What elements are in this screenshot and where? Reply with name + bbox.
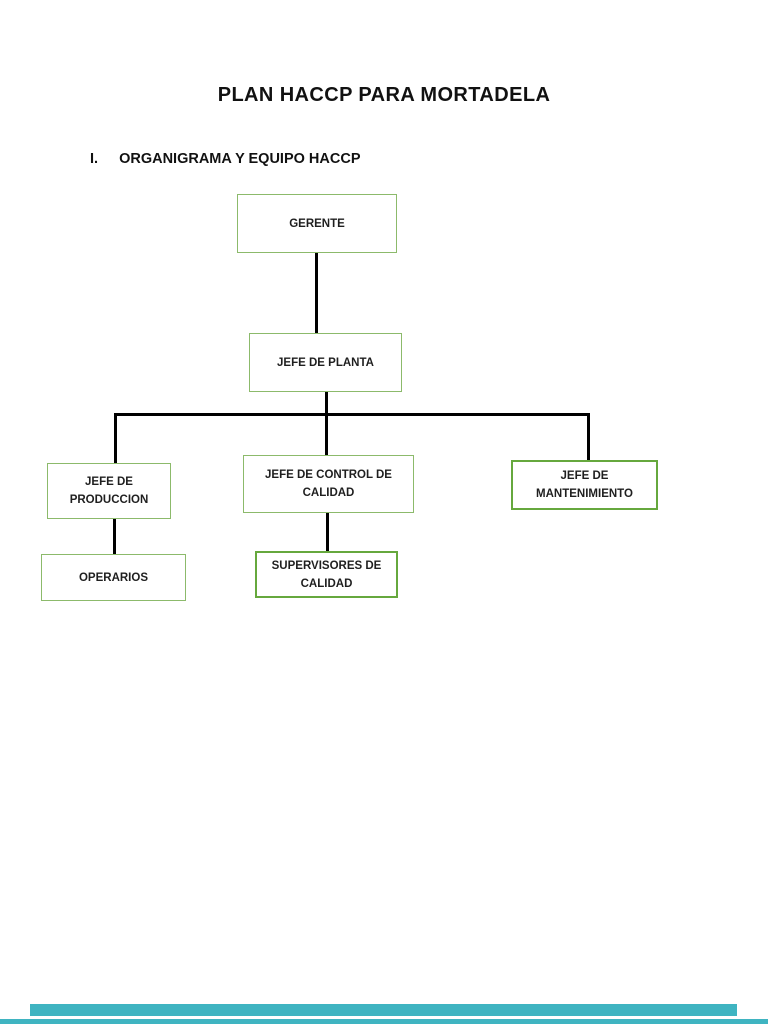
next-page-table-header-strip xyxy=(30,1004,737,1016)
section-title: ORGANIGRAMA Y EQUIPO HACCP xyxy=(119,151,361,167)
section-number: I. xyxy=(90,151,99,167)
next-page-edge-strip xyxy=(0,1019,768,1024)
org-node-operarios: OPERARIOS xyxy=(41,554,186,601)
org-node-gerente: GERENTE xyxy=(237,194,397,253)
connector-gerente-planta xyxy=(315,253,318,334)
org-node-jefe-de-mantenimiento: JEFE DE MANTENIMIENTO xyxy=(511,460,658,510)
connector-branch-mantenimiento xyxy=(587,413,590,461)
org-node-jefe-de-planta: JEFE DE PLANTA xyxy=(249,333,402,392)
section-heading: I. ORGANIGRAMA Y EQUIPO HACCP xyxy=(90,151,361,167)
connector-produccion-operarios xyxy=(113,518,116,555)
org-node-jefe-de-control-de-calidad: JEFE DE CONTROL DE CALIDAD xyxy=(243,455,414,513)
connector-branch-produccion xyxy=(114,413,117,464)
org-node-jefe-de-produccion: JEFE DE PRODUCCION xyxy=(47,463,171,519)
connector-horizontal-branch xyxy=(114,413,590,416)
org-node-supervisores-de-calidad: SUPERVISORES DE CALIDAD xyxy=(255,551,398,598)
connector-control-supervisores xyxy=(326,512,329,552)
connector-planta-control xyxy=(325,391,328,456)
page-title: PLAN HACCP PARA MORTADELA xyxy=(217,84,551,106)
